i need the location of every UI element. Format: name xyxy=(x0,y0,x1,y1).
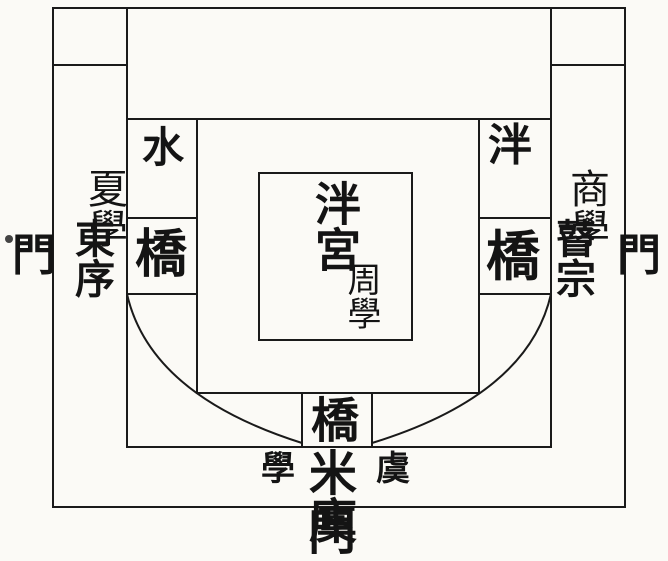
center-title: 泮宮 xyxy=(308,180,362,272)
shui-label: 水 xyxy=(142,123,185,172)
yu-label: 虞 xyxy=(376,449,410,489)
left-gate-label: 門 xyxy=(12,230,56,281)
gu-zong-label: 瞽宗 xyxy=(549,218,596,298)
moat-curve-right xyxy=(371,293,552,444)
central-building xyxy=(258,172,413,341)
ink-dot xyxy=(5,235,13,243)
bridge-left-label: 橋 xyxy=(135,224,188,285)
bridge-bottom-label: 橋 xyxy=(311,393,360,449)
shang-xue-label: 商學 xyxy=(563,168,609,248)
right-gate-label: 門 xyxy=(617,230,661,281)
bridge-bottom xyxy=(301,392,373,448)
mi-lin-label: 米廩 xyxy=(300,448,356,544)
bridge-right-label: 橋 xyxy=(486,224,540,288)
xia-xue-label: 夏學 xyxy=(81,168,127,248)
center-zhou-xue: 周學 xyxy=(341,262,381,330)
xue-label: 學 xyxy=(261,449,295,489)
moat-curve-left xyxy=(126,293,303,444)
bridge-left xyxy=(126,217,198,295)
dong-xu-label: 東序 xyxy=(68,218,115,298)
pan-label: 泮 xyxy=(488,120,532,171)
bridge-right xyxy=(478,217,552,295)
bottom-gate-label: 門 xyxy=(308,505,357,561)
